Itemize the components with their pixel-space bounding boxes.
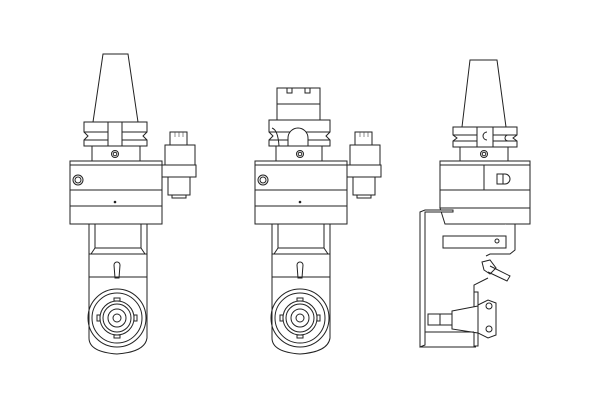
right-view-side	[419, 59, 531, 348]
taper-shank	[92, 53, 139, 123]
taper-shank-side	[461, 59, 507, 128]
middle-view-hsk	[254, 87, 382, 355]
left-view-steep-taper	[69, 53, 197, 355]
